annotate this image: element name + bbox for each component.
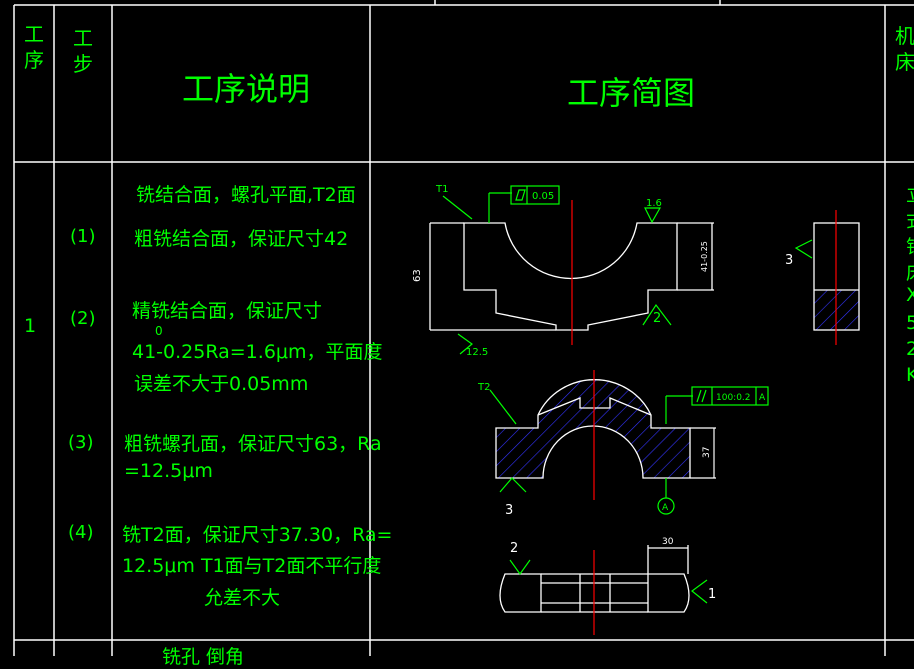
machine-char-6: 5 (906, 312, 914, 334)
step-2-superscript: 0 (155, 324, 163, 338)
machine-char-2: 式 (906, 206, 914, 233)
datum-a-frame: A (759, 393, 766, 403)
machine-char-8: K (906, 364, 914, 386)
step-4-line-2: 12.5μm T1面与T2面不平行度 (122, 555, 382, 577)
roughness-12-5: 12.5 (466, 347, 488, 358)
dim-41: 41-0.25 (700, 241, 709, 272)
dim-63: 63 (412, 269, 423, 282)
machine-char-3: 铣 (906, 232, 914, 259)
step-3-line-2: =12.5μm (124, 460, 213, 482)
support-2-bottom: 2 (510, 541, 518, 556)
step-2-line-2: 41-0.25Ra=1.6μm，平面度 (132, 341, 383, 363)
dim-37: 37 (702, 447, 712, 458)
header-description: 工序说明 (182, 70, 311, 108)
annotations-bottom (509, 559, 708, 604)
step-2-line-1: 精铣结合面，保证尺寸 (132, 300, 323, 322)
machine-char-5: X (906, 284, 914, 306)
step-no-1: (1) (70, 226, 96, 247)
machine-char-7: 2 (906, 338, 914, 360)
step-4-line-1: 铣T2面，保证尺寸37.30，Ra= (122, 524, 393, 546)
machine-char-4: 床 (906, 258, 914, 285)
header-process-2: 序 (24, 48, 44, 72)
header-machine-1: 机 (895, 24, 914, 48)
header-process-1: 工 (24, 22, 44, 46)
label-t2: T2 (477, 382, 490, 393)
annotations-top (442, 185, 672, 355)
step-no-4: (4) (68, 522, 94, 543)
support-3-side: 3 (785, 253, 793, 268)
row-title: 铣结合面，螺孔平面,T2面 (136, 184, 356, 206)
header-sketch: 工序简图 (567, 74, 696, 112)
header-step-2: 步 (73, 52, 93, 76)
roughness-1-6: 1.6 (646, 198, 662, 209)
parallel-tolerance: 100:0.2 (716, 393, 751, 403)
support-3-mid: 3 (505, 503, 513, 518)
support-1-bottom: 1 (708, 587, 716, 602)
annotations-middle (489, 386, 769, 515)
step-no-3: (3) (68, 432, 94, 453)
dim-30: 30 (662, 537, 674, 547)
datum-a-circle: A (662, 503, 669, 513)
process-number: 1 (24, 315, 37, 337)
header-step-1: 工 (73, 26, 93, 50)
support-2-top: 2 (653, 311, 661, 326)
part-side-view (794, 210, 860, 345)
header-machine-2: 床 (895, 50, 914, 74)
machine-char-1: 立 (906, 180, 914, 207)
part-view-top (429, 222, 714, 331)
step-3-line-1: 粗铣螺孔面，保证尺寸63，Ra (124, 433, 382, 455)
flatness-value: 0.05 (532, 191, 554, 202)
label-t1: T1 (435, 184, 448, 195)
step-2-line-3: 误差不大于0.05mm (134, 373, 309, 395)
step-no-2: (2) (70, 308, 96, 329)
part-view-middle (495, 370, 716, 500)
step-1-line-1: 粗铣结合面，保证尺寸42 (134, 228, 349, 250)
step-4-line-3: 允差不大 (204, 587, 281, 609)
